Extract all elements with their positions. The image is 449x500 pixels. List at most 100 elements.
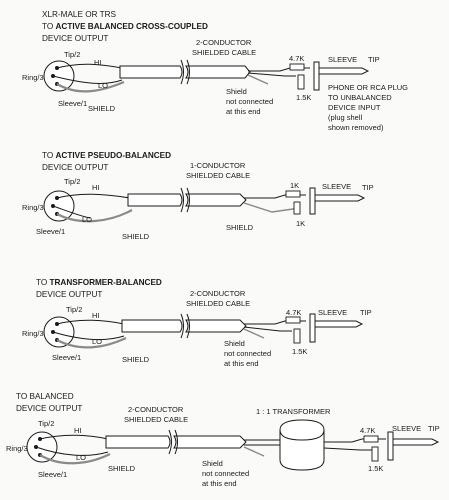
diagram-1-lo-label: LO: [98, 81, 108, 90]
diagram-3-sleeve-label: SLEEVE: [318, 308, 347, 317]
diagram-1-note1: Shield: [226, 87, 247, 96]
diagram-2-tip-label: TIP: [362, 183, 374, 192]
diagram-4-sleeve-label: SLEEVE: [392, 424, 421, 433]
diagram-4-tip2-label: Tip/2: [38, 419, 54, 428]
diagram-1-plug-desc3: DEVICE INPUT: [328, 103, 381, 112]
diagram-1-cable: [119, 65, 183, 79]
diagram-3-lo-out: [243, 326, 292, 332]
diagram-4-note3: at this end: [202, 479, 237, 488]
diagram-3-cable-line2: SHIELDED CABLE: [186, 299, 250, 308]
diagram-1-plug-shaft: [318, 67, 370, 75]
diagram-1-sleeve1-label: Sleeve/1: [58, 99, 87, 108]
diagram-4-res-bottom-label: 1.5K: [368, 464, 383, 473]
diagram-4-lo-label: LO: [76, 453, 86, 462]
diagram-1-plug-desc1: PHONE OR RCA PLUG: [328, 83, 408, 92]
diagram-2-sleeve-label: SLEEVE: [322, 182, 351, 191]
diagram-2-resistor-bottom: [293, 201, 301, 215]
diagram-4-hi-wire: [39, 434, 109, 440]
diagram-4-sleeve1-label: Sleeve/1: [38, 470, 67, 479]
diagram-3-tip-label: TIP: [360, 308, 372, 317]
diagram-3-note1: Shield: [224, 339, 245, 348]
diagram-1-cable-b: [185, 65, 251, 79]
diagram-3-shield-label: SHIELD: [122, 355, 150, 364]
diagram-3-resistor-bottom: [293, 328, 301, 344]
diagram-1-res-bottom-label: 1.5K: [296, 93, 311, 102]
diagram-3-connector-body: [43, 316, 75, 348]
diagram-3-shield-end: [243, 328, 265, 339]
diagram-2-shield-right-label: SHIELD: [226, 223, 254, 232]
diagram-3-heading: TO TRANSFORMER-BALANCED: [36, 278, 162, 287]
diagram-2-cable-line2: SHIELDED CABLE: [186, 171, 250, 180]
diagram-2-cable: [127, 193, 183, 207]
diagram-4-lo-wire: [35, 446, 109, 456]
diagram-1-cable-line1: 2-CONDUCTOR: [196, 38, 252, 47]
diagram-4-resistor-top: [363, 435, 379, 443]
diagram-2-tip2-label: Tip/2: [64, 177, 80, 186]
diagram-1-note2: not connected: [226, 97, 273, 106]
diagram-4-lo-out: [323, 447, 372, 451]
diagram-4-resistor-bottom: [371, 446, 379, 462]
diagram-1-note3: at this end: [226, 107, 261, 116]
diagram-1-shield-end: [247, 74, 269, 85]
diagram-4-connector-body: [26, 431, 58, 463]
diagram-4-note1: Shield: [202, 459, 223, 468]
diagram-1-ring3-label: Ring/3: [22, 73, 44, 82]
diagram-2-shield-label: SHIELD: [122, 232, 150, 241]
diagram-1-tip2-label: Tip/2: [64, 50, 80, 59]
diagram-1-plug-sleeve: [313, 61, 320, 91]
diagram-4-shield-end: [243, 446, 265, 457]
diagram-4-xfmr-label: 1 : 1 TRANSFORMER: [256, 407, 331, 416]
diagram-3-resistor-top: [285, 316, 301, 324]
diagram-2-lo-wire: [52, 205, 91, 219]
diagram-4-plug-sleeve: [387, 431, 394, 461]
diagram-3-ring3-label: Ring/3: [22, 329, 44, 338]
diagram-3-plug-sleeve: [309, 313, 316, 343]
diagram-2-cable-b: [185, 193, 247, 207]
diagram-1-lo-out: [247, 72, 296, 77]
diagram-1-tip-label: TIP: [368, 55, 380, 64]
diagram-4-transformer: [279, 419, 325, 471]
diagram-2-cable-line1: 1-CONDUCTOR: [190, 161, 246, 170]
diagram-3-heading-sub: DEVICE OUTPUT: [36, 290, 102, 299]
diagram-2-lo-label: LO: [82, 215, 92, 224]
diagram-4-res-top-label: 4.7K: [360, 426, 375, 435]
diagram-2-heading: TO ACTIVE PSEUDO-BALANCED: [42, 151, 171, 160]
diagram-1-heading-sub: DEVICE OUTPUT: [42, 34, 108, 43]
diagram-4-cable-line1: 2-CONDUCTOR: [128, 405, 184, 414]
diagram-2-heading-sub: DEVICE OUTPUT: [42, 163, 108, 172]
diagram-4-heading-sub: DEVICE OUTPUT: [16, 404, 82, 413]
diagram-2-cable-break: [180, 187, 190, 213]
diagram-3-plug-shaft: [314, 320, 364, 328]
diagram-2-resistor-top: [285, 190, 301, 198]
diagram-3-cable-break: [180, 313, 190, 339]
diagram-3-sleeve1-label: Sleeve/1: [52, 353, 81, 362]
diagram-1-resistor-bottom: [297, 74, 305, 90]
diagram-2-connector-body: [43, 190, 75, 222]
diagram-4-tip-label: TIP: [428, 424, 440, 433]
diagram-1-cable-line2: SHIELDED CABLE: [192, 48, 256, 57]
diagram-3-lo-label: LO: [92, 337, 102, 346]
diagram-1-shield-wire: [56, 80, 125, 93]
diagram-4-cable-b: [173, 435, 247, 449]
diagram-4-hi-label: HI: [74, 426, 82, 435]
diagram-4-cable-break: [168, 429, 178, 455]
diagram-2-res-top-label: 1K: [290, 181, 299, 190]
diagram-3-shield-wire: [56, 337, 127, 349]
diagram-4: TO BALANCED DEVICE OUTPUT Tip/2 Ring/3 S…: [6, 392, 440, 488]
diagram-3-lo-wire: [52, 331, 125, 340]
diagram-1-plug-desc5: shown removed): [328, 123, 384, 132]
diagram-2-hi-wire: [56, 193, 131, 199]
diagram-1-hi-label: HI: [94, 58, 102, 67]
diagram-3-hi-label: HI: [92, 311, 100, 320]
diagram-3-cable: [121, 319, 183, 333]
diagram-1-plug-desc4: (plug shell: [328, 113, 363, 122]
diagram-3-note3: at this end: [224, 359, 259, 368]
diagram-4-cable-line2: SHIELDED CABLE: [124, 415, 188, 424]
diagram-2-plug-sleeve: [309, 187, 316, 215]
diagram-1-connector-body: [43, 60, 75, 92]
diagram-4-plug-shaft: [392, 438, 440, 446]
diagram-1-hi-wire: [56, 63, 123, 69]
diagram-3-res-bottom-label: 1.5K: [292, 347, 307, 356]
diagram-2-sleeve1-label: Sleeve/1: [36, 227, 65, 236]
